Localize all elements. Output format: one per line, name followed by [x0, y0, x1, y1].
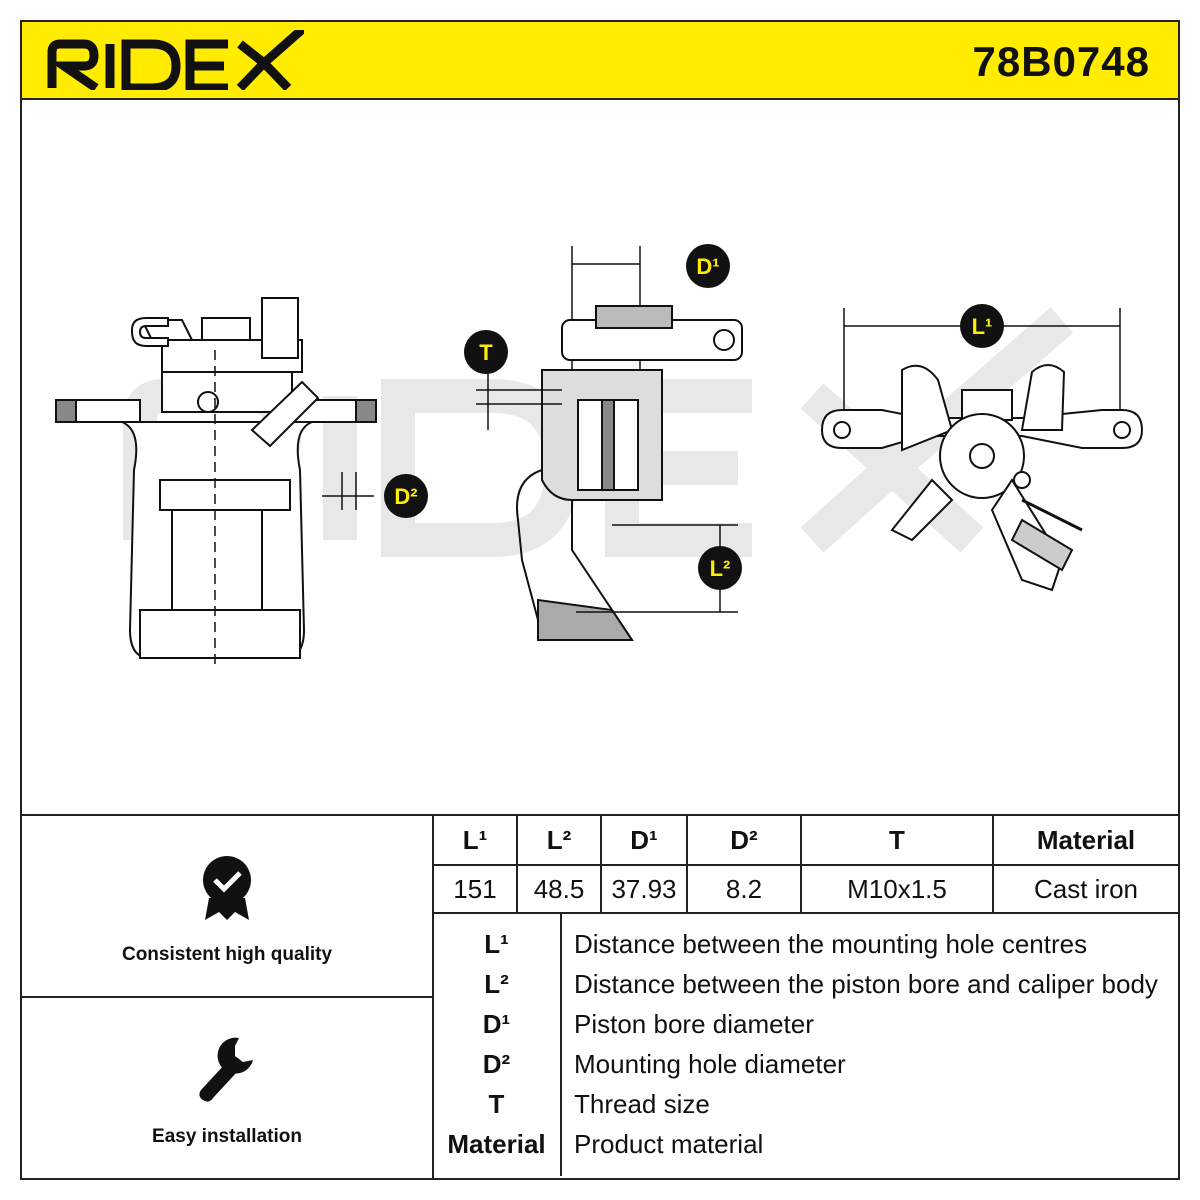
spec-header: T [800, 816, 994, 866]
legend-text: Distance between the mounting hole centr… [574, 929, 1088, 959]
spec-value: 48.5 [516, 864, 602, 914]
caliper-section-view [476, 246, 743, 641]
feature-installation: Easy installation [22, 998, 432, 1178]
legend-row: D² Mounting hole diameter [434, 1044, 1178, 1084]
legend-text: Mounting hole diameter [574, 1049, 846, 1079]
spec-value: M10x1.5 [800, 864, 994, 914]
legend-row: Material Product material [434, 1124, 1178, 1164]
svg-text:L¹: L¹ [972, 314, 993, 339]
spec-header: Material [992, 816, 1178, 866]
spec-header-row: L¹ L² D¹ D² T Material [434, 816, 1178, 866]
legend-text: Distance between the piston bore and cal… [574, 969, 1158, 999]
spec-value: 37.93 [600, 864, 688, 914]
spec-value: 151 [434, 864, 518, 914]
header-bar: 78B0748 [22, 22, 1178, 100]
spec-value: 8.2 [686, 864, 802, 914]
caliper-rear-view [820, 308, 1144, 592]
technical-drawing: D¹ T D² L¹ L² [55, 244, 1144, 670]
svg-text:D²: D² [394, 484, 417, 509]
legend-text: Piston bore diameter [574, 1009, 814, 1039]
legend-text: Product material [574, 1129, 764, 1159]
svg-text:L²: L² [710, 556, 731, 581]
product-card: 78B0748 [20, 20, 1180, 1180]
part-number: 78B0748 [972, 38, 1150, 85]
legend-key: L² [484, 969, 509, 999]
wrench-icon [199, 1037, 253, 1102]
svg-text:D¹: D¹ [696, 254, 719, 279]
spec-section: Consistent high quality Easy installatio… [22, 814, 1178, 1178]
divider [560, 914, 562, 1176]
spec-value: Cast iron [992, 864, 1178, 914]
dimension-badge-d2: D² [384, 474, 428, 518]
feature-label: Easy installation [152, 1126, 302, 1147]
dimension-badge-d1: D¹ [686, 244, 730, 288]
divider [432, 816, 434, 1178]
dimension-badge-t: T [464, 330, 508, 374]
legend-text: Thread size [574, 1089, 710, 1119]
spec-header: L¹ [434, 816, 518, 866]
legend-key: D¹ [482, 1009, 511, 1039]
svg-text:T: T [479, 340, 493, 365]
feature-quality: Consistent high quality [22, 816, 432, 998]
legend-key: T [488, 1089, 505, 1119]
legend-row: L¹ Distance between the mounting hole ce… [434, 924, 1178, 964]
dimension-badge-l2: L² [698, 546, 742, 590]
spec-header: D¹ [600, 816, 688, 866]
spec-header: D² [686, 816, 802, 866]
legend-key: Material [447, 1129, 546, 1159]
legend-row: L² Distance between the piston bore and … [434, 964, 1178, 1004]
badge-check-icon [203, 856, 251, 920]
legend-key: D² [482, 1049, 511, 1079]
dimension-badge-l1: L¹ [960, 304, 1004, 348]
ridex-logo [47, 30, 304, 90]
caliper-front-view [55, 297, 377, 670]
legend-row: D¹ Piston bore diameter [434, 1004, 1178, 1044]
feature-label: Consistent high quality [121, 944, 333, 965]
spec-header: L² [516, 816, 602, 866]
dimension-legend: L¹ Distance between the mounting hole ce… [434, 914, 1178, 1178]
legend-row: T Thread size [434, 1084, 1178, 1124]
spec-table: L¹ L² D¹ D² T Material 151 48.5 37.93 8.… [434, 816, 1178, 914]
legend-key: L¹ [484, 929, 509, 959]
spec-value-row: 151 48.5 37.93 8.2 M10x1.5 Cast iron [434, 864, 1178, 914]
